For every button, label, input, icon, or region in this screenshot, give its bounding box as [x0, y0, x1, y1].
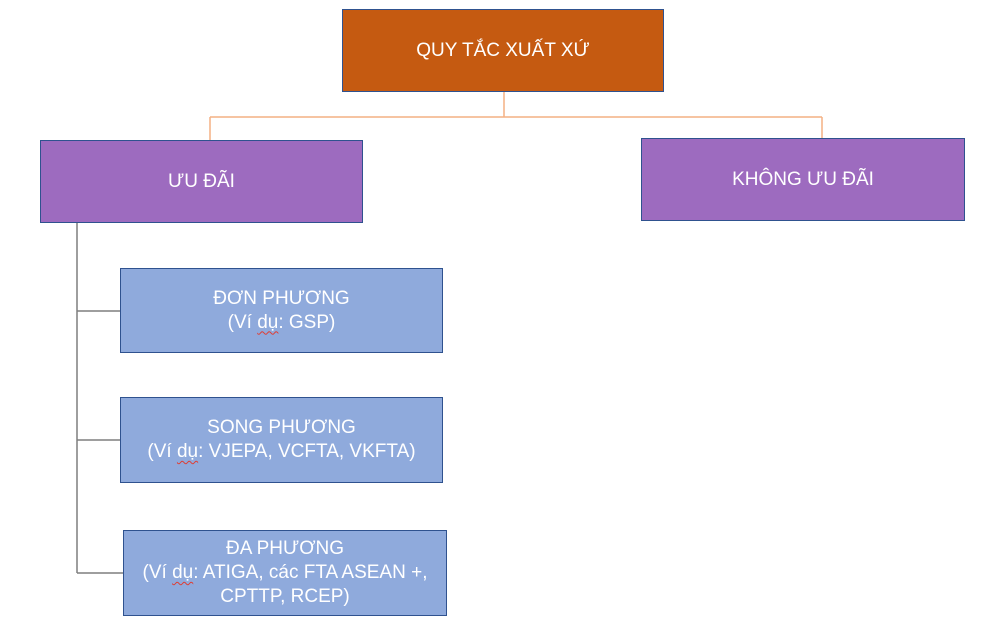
root-label: QUY TẮC XUẤT XỨ [416, 39, 590, 61]
preferential-label: ƯU ĐÃI [168, 170, 235, 192]
non-preferential-label: KHÔNG ƯU ĐÃI [732, 168, 874, 190]
root-box: QUY TẮC XUẤT XỨ [342, 9, 664, 92]
unilateral-example: (Ví dụ: GSP) [227, 311, 336, 333]
multilateral-example: (Ví dụ: ATIGA, các FTA ASEAN +, [142, 562, 428, 583]
unilateral-label: ĐƠN PHƯƠNG [213, 287, 350, 309]
multilateral-example-cont: CPTTP, RCEP) [220, 586, 350, 607]
multilateral-label: ĐA PHƯƠNG [225, 538, 345, 559]
bilateral-example: (Ví dụ: VJEPA, VCFTA, VKFTA) [147, 441, 416, 462]
bilateral-box: SONG PHƯƠNG (Ví dụ: VJEPA, VCFTA, VKFTA) [120, 397, 443, 483]
non-preferential-box: KHÔNG ƯU ĐÃI [641, 138, 965, 221]
bilateral-label: SONG PHƯƠNG [207, 417, 356, 438]
preferential-box: ƯU ĐÃI [40, 140, 363, 223]
multilateral-box: ĐA PHƯƠNG (Ví dụ: ATIGA, các FTA ASEAN +… [123, 530, 447, 616]
unilateral-box: ĐƠN PHƯƠNG (Ví dụ: GSP) [120, 268, 443, 353]
